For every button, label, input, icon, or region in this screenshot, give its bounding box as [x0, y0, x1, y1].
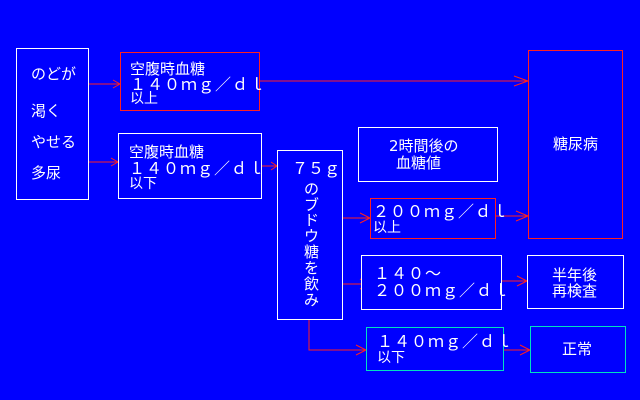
test-char: ド: [304, 211, 320, 229]
fasting-high-value: １４０ｍｇ／ｄｌ: [130, 75, 267, 94]
result-200-above-qualifier: 以上: [373, 220, 401, 236]
normal-box: 正常: [530, 326, 626, 373]
result-140-below-qualifier: 以下: [377, 350, 405, 366]
fasting-low-box: 空腹時血糖 １４０ｍｇ／ｄｌ 以下: [118, 133, 266, 199]
fasting-low-value: １４０ｍｇ／ｄｌ: [129, 159, 266, 178]
result-140-200-box: １４０～ ２００ｍｇ／ｄｌ: [361, 255, 509, 310]
normal-label: 正常: [562, 340, 593, 358]
test-char: ５: [308, 159, 325, 178]
two-hour-label: 2時間後の: [389, 137, 459, 155]
diabetes-box: 糖尿病: [528, 50, 623, 239]
result-200-above-value: ２００ｍｇ／ｄｌ: [373, 202, 510, 221]
arrow-test-to-140-below: [308, 320, 366, 351]
test-char: を: [304, 259, 320, 277]
two-hour-label-box: 2時間後の 血糖値: [358, 127, 498, 182]
fasting-low-qualifier: 以下: [129, 176, 157, 192]
result-140-200-low: １４０～: [374, 264, 443, 283]
symptom-polyuria: 多尿: [31, 164, 62, 182]
two-hour-sublabel: 血糖値: [396, 154, 442, 172]
fasting-high-box: 空腹時血糖 １４０ｍｇ／ｄｌ 以上: [120, 52, 265, 111]
fasting-low-label: 空腹時血糖: [129, 143, 205, 161]
symptoms-box: のどが 渇く やせる 多尿: [16, 48, 89, 200]
test-char: 飲: [304, 275, 320, 293]
test-char: ７: [292, 159, 309, 178]
symptom-dry-throat: のどが: [31, 65, 77, 83]
glucose-tolerance-test-box: ７ ５ ｇ の ブ ド ウ 糖 を 飲 み: [277, 150, 343, 320]
result-140-below-value: １４０ｍｇ／ｄｌ: [377, 332, 514, 351]
test-char: み: [304, 291, 320, 309]
recheck-box: 半年後 再検査: [527, 255, 624, 309]
symptom-weight-loss: やせる: [31, 133, 77, 151]
test-char: ウ: [304, 227, 320, 245]
test-char: 糖: [304, 243, 320, 261]
recheck-sublabel: 再検査: [552, 282, 598, 300]
recheck-label: 半年後: [552, 266, 598, 284]
test-char: の: [304, 180, 320, 198]
result-140-200-high: ２００ｍｇ／ｄｌ: [374, 281, 511, 300]
symptom-thirst: 渇く: [31, 102, 62, 120]
result-200-above-box: ２００ｍｇ／ｄｌ 以上: [370, 198, 508, 239]
test-char: ｇ: [324, 159, 341, 178]
diabetes-label: 糖尿病: [553, 135, 599, 153]
result-140-below-box: １４０ｍｇ／ｄｌ 以下: [366, 327, 512, 371]
fasting-high-qualifier: 以上: [130, 91, 158, 107]
test-char: ブ: [304, 196, 320, 214]
fasting-high-label: 空腹時血糖: [130, 60, 206, 78]
